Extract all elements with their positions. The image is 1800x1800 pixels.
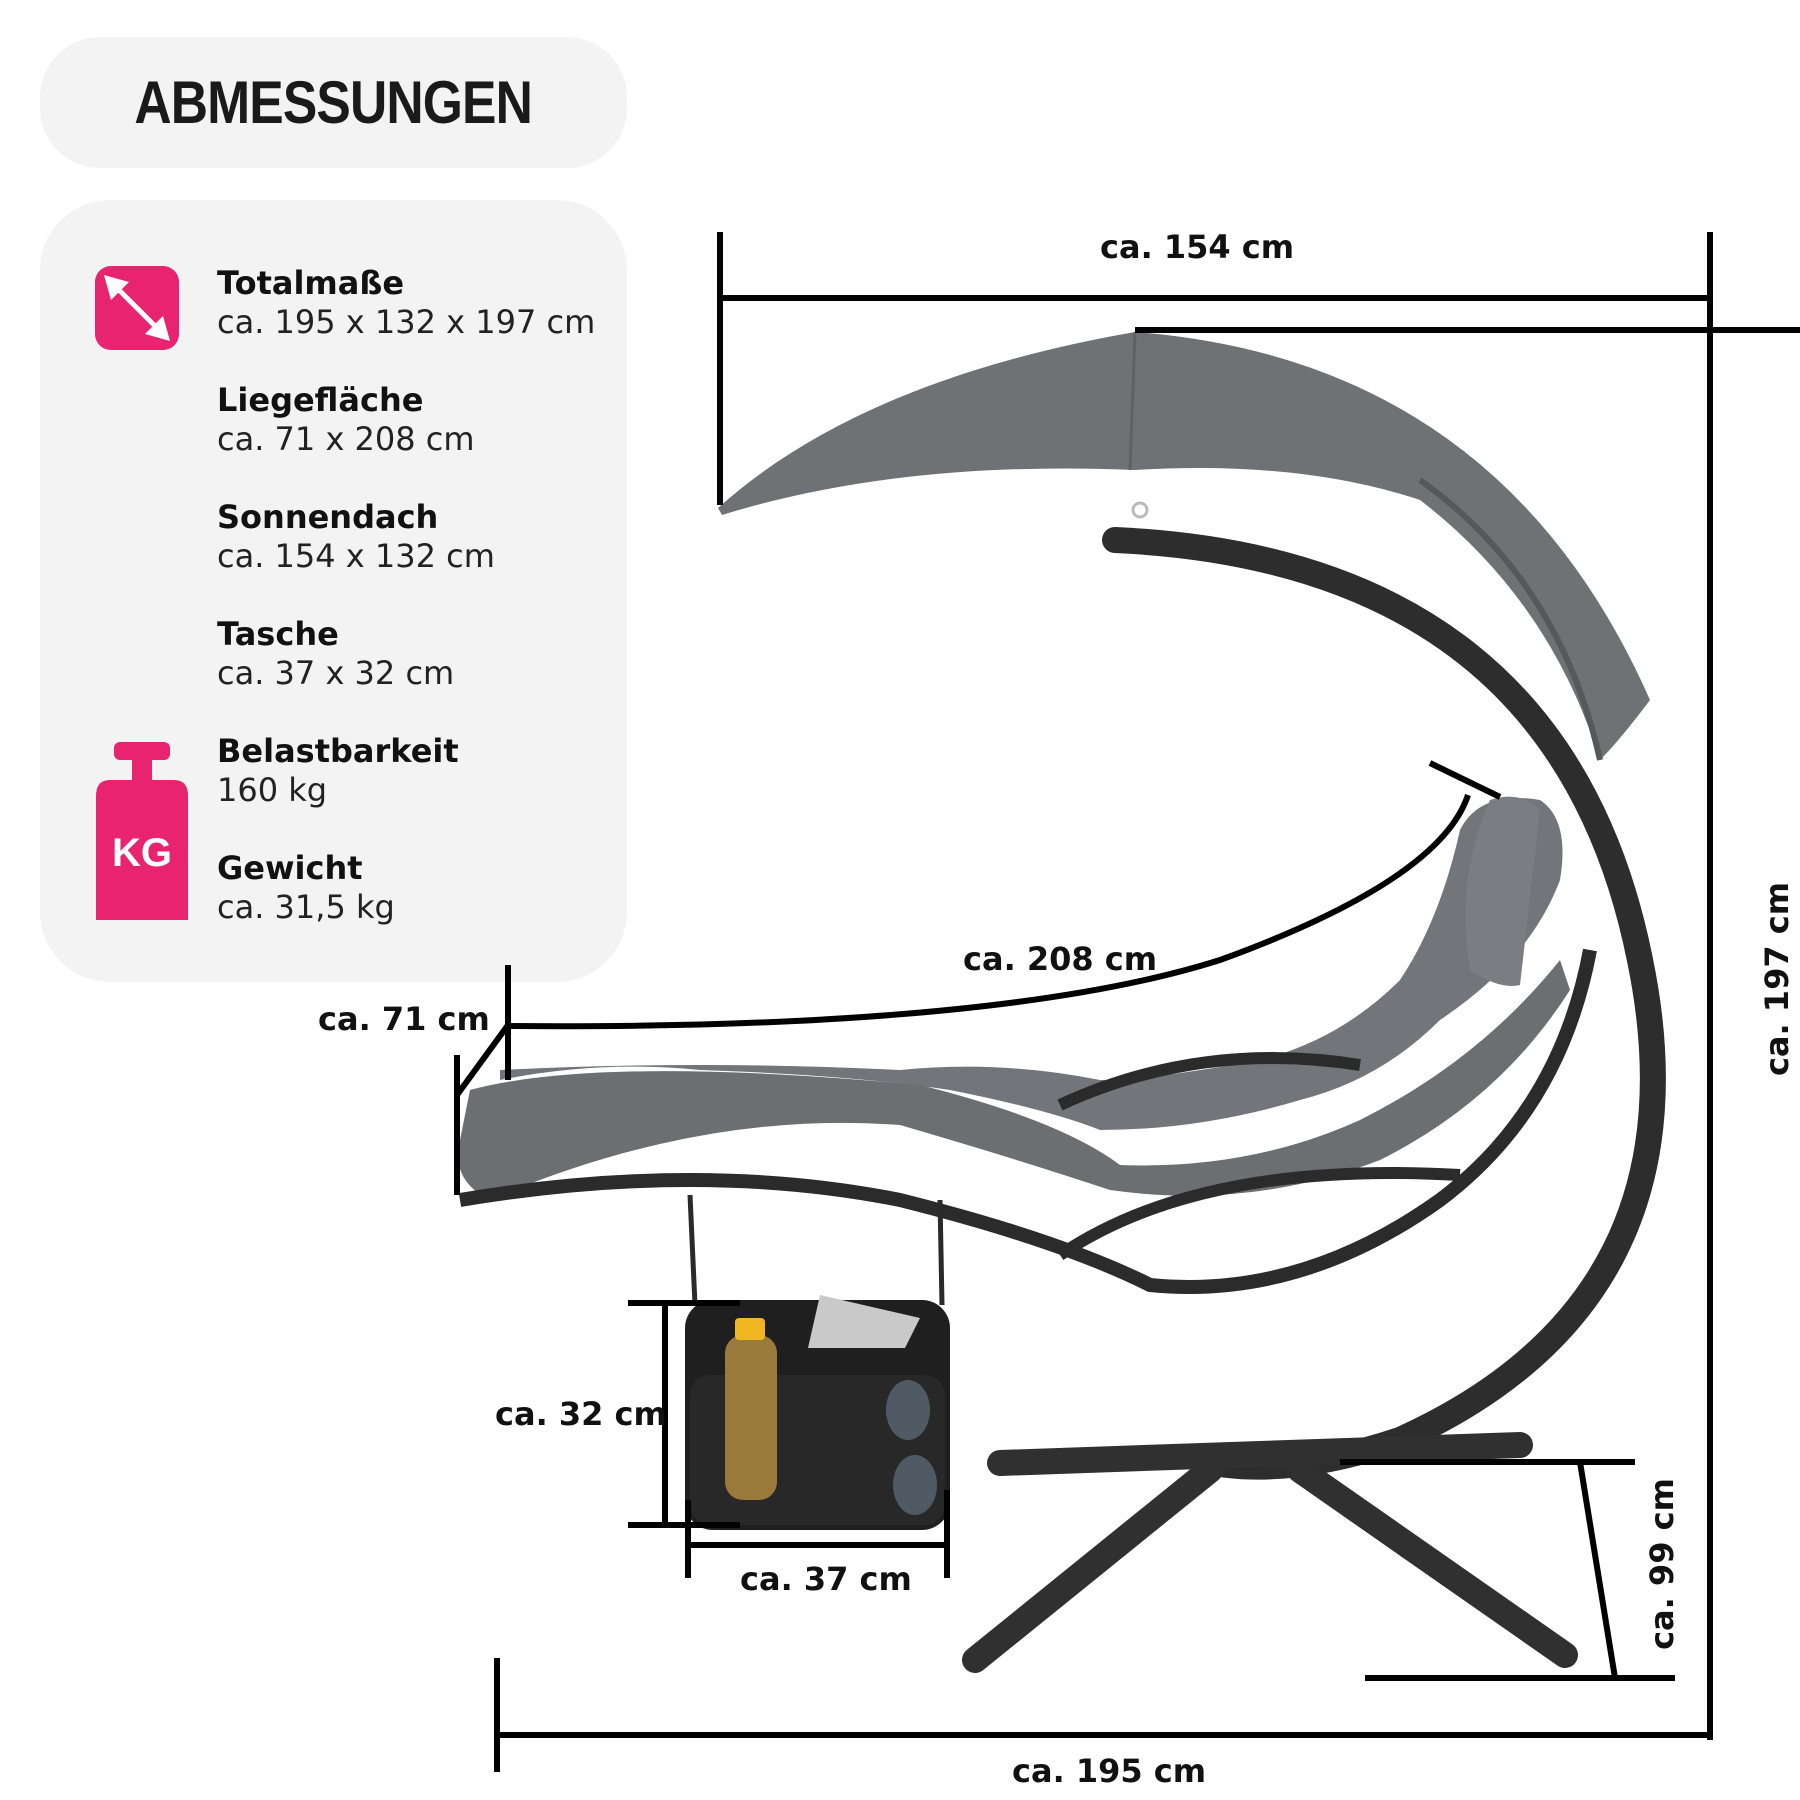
title-banner: ABMESSUNGEN bbox=[40, 37, 627, 168]
spec-bag: Tasche ca. 37 x 32 cm bbox=[217, 615, 454, 693]
dim-total-height: ca. 197 cm bbox=[1758, 881, 1797, 1077]
dim-base-depth: ca. 99 cm bbox=[1642, 1478, 1681, 1650]
dimension-lines bbox=[454, 232, 1800, 1772]
spec-total-dimensions: Totalmaße ca. 195 x 132 x 197 cm bbox=[217, 264, 595, 342]
spec-label: Belastbarkeit bbox=[217, 732, 459, 770]
spec-value: ca. 31,5 kg bbox=[217, 888, 395, 926]
weight-kg-icon: KG bbox=[96, 742, 188, 920]
spec-sun-roof: Sonnendach ca. 154 x 132 cm bbox=[217, 498, 495, 576]
spec-value: ca. 195 x 132 x 197 cm bbox=[217, 303, 596, 341]
spec-lying-area: Liegefläche ca. 71 x 208 cm bbox=[217, 381, 475, 459]
canopy bbox=[718, 332, 1650, 760]
svg-text:KG: KG bbox=[112, 831, 172, 875]
spec-value: ca. 37 x 32 cm bbox=[217, 654, 455, 692]
spec-value: ca. 154 x 132 cm bbox=[217, 537, 495, 575]
spec-value: ca. 71 x 208 cm bbox=[217, 420, 475, 458]
spec-label: Totalmaße bbox=[217, 264, 405, 302]
base-stand bbox=[962, 1432, 1578, 1673]
dim-bag-width: ca. 37 cm bbox=[740, 1560, 912, 1598]
spec-weight: Gewicht ca. 31,5 kg bbox=[217, 849, 395, 927]
headrest-pillow bbox=[1465, 796, 1540, 986]
dim-canopy-width: ca. 154 cm bbox=[1100, 228, 1295, 266]
dim-total-width: ca. 195 cm bbox=[1012, 1752, 1207, 1790]
spec-label: Tasche bbox=[217, 615, 339, 653]
dim-bag-height: ca. 32 cm bbox=[495, 1395, 667, 1433]
dim-lounger-width: ca. 71 cm bbox=[318, 1000, 490, 1038]
diagonal-arrows-icon bbox=[95, 266, 179, 350]
spec-label: Gewicht bbox=[217, 849, 363, 887]
dim-lounger-length: ca. 208 cm bbox=[963, 940, 1158, 978]
spec-load-capacity: Belastbarkeit 160 kg bbox=[217, 732, 459, 810]
page-title: ABMESSUNGEN bbox=[134, 69, 534, 136]
spec-value: 160 kg bbox=[217, 771, 328, 809]
spec-label: Sonnendach bbox=[217, 498, 439, 536]
spec-label: Liegefläche bbox=[217, 381, 424, 419]
